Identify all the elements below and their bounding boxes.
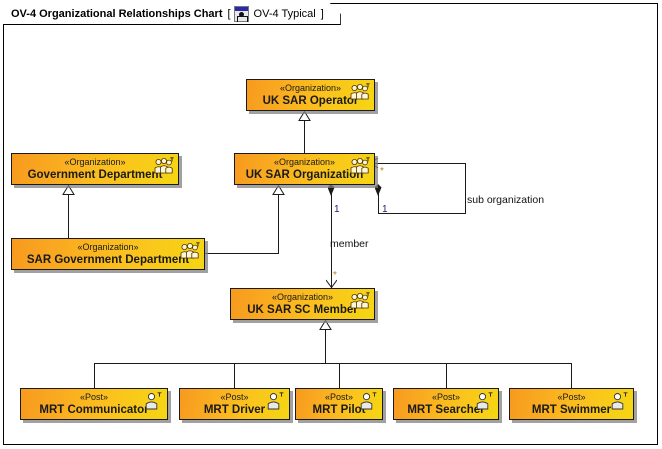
assoc-sub-organization-diamond <box>374 184 382 196</box>
post-icon <box>476 392 493 410</box>
stereotype-label: «Post» <box>557 392 586 402</box>
generalization-tree-stem <box>325 330 326 363</box>
class-node-uk-sar-organization[interactable]: «Organization» UK SAR Organization <box>234 153 375 185</box>
post-icon <box>611 392 628 410</box>
stereotype-label: «Organization» <box>279 83 342 93</box>
class-node-mrt-driver[interactable]: «Post» MRT Driver <box>179 388 290 420</box>
stereotype-label: «Organization» <box>273 157 336 167</box>
class-node-mrt-communicator[interactable]: «Post» MRT Communicator <box>20 388 168 420</box>
generalization-arrow-sargovdept-to-govdept <box>62 185 75 195</box>
stereotype-label: «Organization» <box>271 292 334 302</box>
diagram-kind-label: OV-4 Typical <box>253 7 316 20</box>
organization-icon <box>180 242 200 259</box>
assoc-sub-organization-top <box>375 163 466 164</box>
post-icon <box>145 392 162 410</box>
organization-icon <box>154 157 174 174</box>
assoc-sub-organization-right <box>465 163 466 214</box>
stereotype-label: «Post» <box>79 392 109 402</box>
bracket-close: ] <box>320 7 324 20</box>
page-title: OV-4 Organizational Relationships Chart <box>11 7 223 20</box>
class-node-mrt-swimmer[interactable]: «Post» MRT Swimmer <box>509 388 634 420</box>
generalization-line-sargovdept-to-uksarorg-h <box>205 253 279 254</box>
stereotype-label: «Organization» <box>77 242 139 252</box>
diagram-frame <box>3 3 658 445</box>
stereotype-label: «Post» <box>324 392 354 402</box>
class-node-sar-government-department[interactable]: «Organization» SAR Government Department <box>11 238 205 270</box>
post-icon <box>267 392 284 410</box>
class-name-label: UK SAR SC Member <box>247 304 358 316</box>
ov4-diagram-icon <box>234 6 249 22</box>
bracket-open: [ <box>227 7 231 20</box>
diagram-frame-header: OV-4 Organizational Relationships Chart … <box>3 3 341 25</box>
generalization-line-sargovdept-to-govdept <box>68 195 69 238</box>
generalization-arrow-org-to-operator <box>298 111 311 121</box>
generalization-drop-mrt-swimmer <box>571 363 572 388</box>
generalization-tree-bar <box>94 363 572 364</box>
multiplicity-member-many: * <box>333 270 337 281</box>
generalization-arrow-posts-to-member <box>319 320 332 330</box>
assoc-sub-organization-bottom <box>378 213 466 214</box>
class-node-mrt-pilot[interactable]: «Post» MRT Pilot <box>295 388 383 420</box>
generalization-line-sargovdept-to-uksarorg-v <box>278 195 279 254</box>
generalization-drop-mrt-communicator <box>94 363 95 388</box>
class-node-uk-sar-sc-member[interactable]: «Organization» UK SAR SC Member <box>230 288 375 320</box>
generalization-arrow-sargovdept-to-uksarorg <box>272 185 285 195</box>
generalization-drop-mrt-searcher <box>446 363 447 388</box>
class-name-label: MRT Communicator <box>39 404 149 416</box>
post-icon <box>360 392 377 410</box>
assoc-sub-organization-left <box>378 185 379 214</box>
class-node-government-department[interactable]: «Organization» Government Department <box>11 153 179 185</box>
assoc-member-diamond <box>327 184 335 196</box>
multiplicity-member-one: 1 <box>334 204 340 215</box>
stereotype-label: «Post» <box>220 392 249 402</box>
class-name-label: UK SAR Organization <box>245 169 364 181</box>
assoc-label-member: member <box>330 238 369 250</box>
multiplicity-sub-org-one: 1 <box>382 204 388 215</box>
class-name-label: Government Department <box>27 169 163 181</box>
class-name-label: MRT Pilot <box>312 404 366 416</box>
assoc-member-arrowhead <box>326 279 337 289</box>
multiplicity-sub-org-many: * <box>380 166 384 177</box>
stereotype-label: «Organization» <box>64 157 126 167</box>
class-name-label: SAR Government Department <box>26 254 190 266</box>
class-name-label: MRT Swimmer <box>531 404 612 416</box>
assoc-label-sub-organization: sub organization <box>467 194 545 206</box>
organization-icon <box>350 157 370 174</box>
class-name-label: MRT Driver <box>203 404 266 416</box>
class-node-mrt-searcher[interactable]: «Post» MRT Searcher <box>393 388 499 420</box>
class-name-label: UK SAR Operator <box>262 95 359 107</box>
class-name-label: MRT Searcher <box>407 404 485 416</box>
generalization-line-org-to-operator <box>304 121 305 153</box>
assoc-member-line <box>331 185 332 288</box>
stereotype-label: «Post» <box>431 392 461 402</box>
organization-icon <box>350 292 370 309</box>
generalization-drop-mrt-driver <box>234 363 235 388</box>
organization-icon <box>350 83 370 100</box>
generalization-drop-mrt-pilot <box>339 363 340 388</box>
class-node-uk-sar-operator[interactable]: «Organization» UK SAR Operator <box>246 79 375 111</box>
